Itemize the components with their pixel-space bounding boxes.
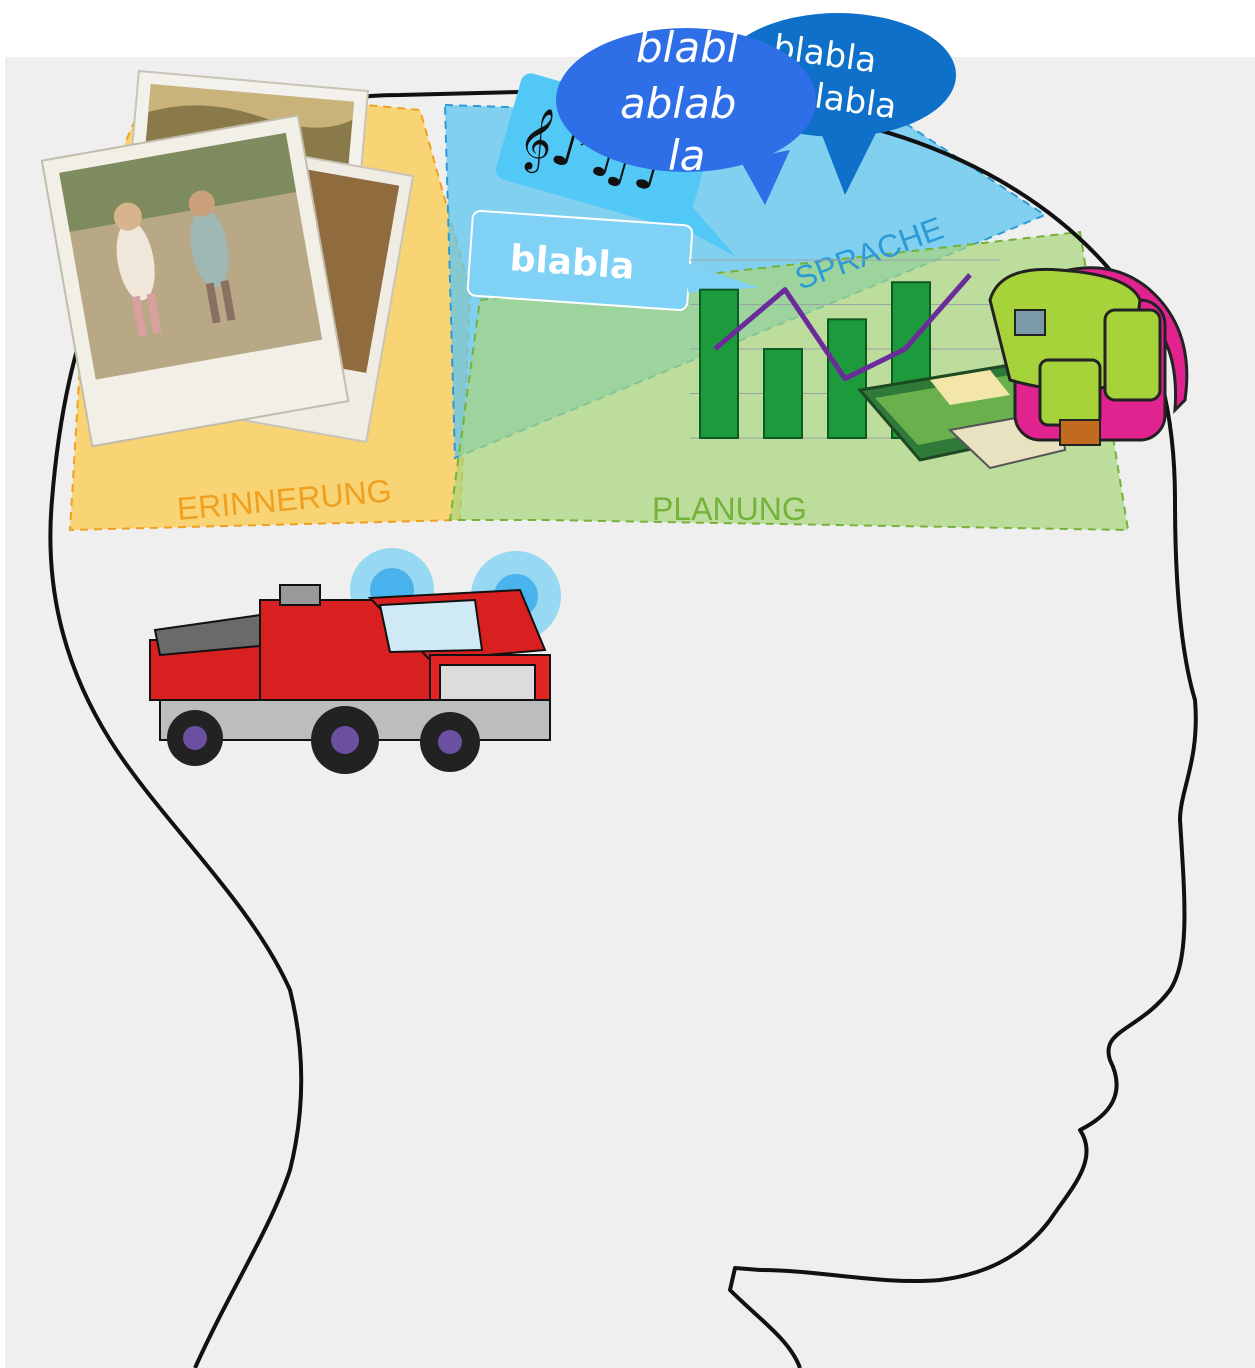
speech-bubble-large: blabl ablab la xyxy=(556,23,816,205)
photo-stack-icon xyxy=(40,69,415,448)
chart-series-line xyxy=(713,273,972,382)
planning-label: PLANUNG xyxy=(652,491,807,527)
book-icon xyxy=(857,363,1067,470)
bubble-small-text: blabla xyxy=(508,238,635,288)
chart-bar xyxy=(763,348,803,439)
bubble-large-text-2: ablab xyxy=(620,79,736,128)
speech-bubble-small: blabla xyxy=(466,209,759,312)
head-outline xyxy=(48,90,1198,1368)
bubble-large-text-1: blabl xyxy=(636,23,739,72)
fire-truck-icon xyxy=(149,548,561,774)
backpack-icon xyxy=(988,266,1189,446)
bubble-large-text-3: la xyxy=(668,131,705,180)
chart-bar xyxy=(699,288,739,439)
